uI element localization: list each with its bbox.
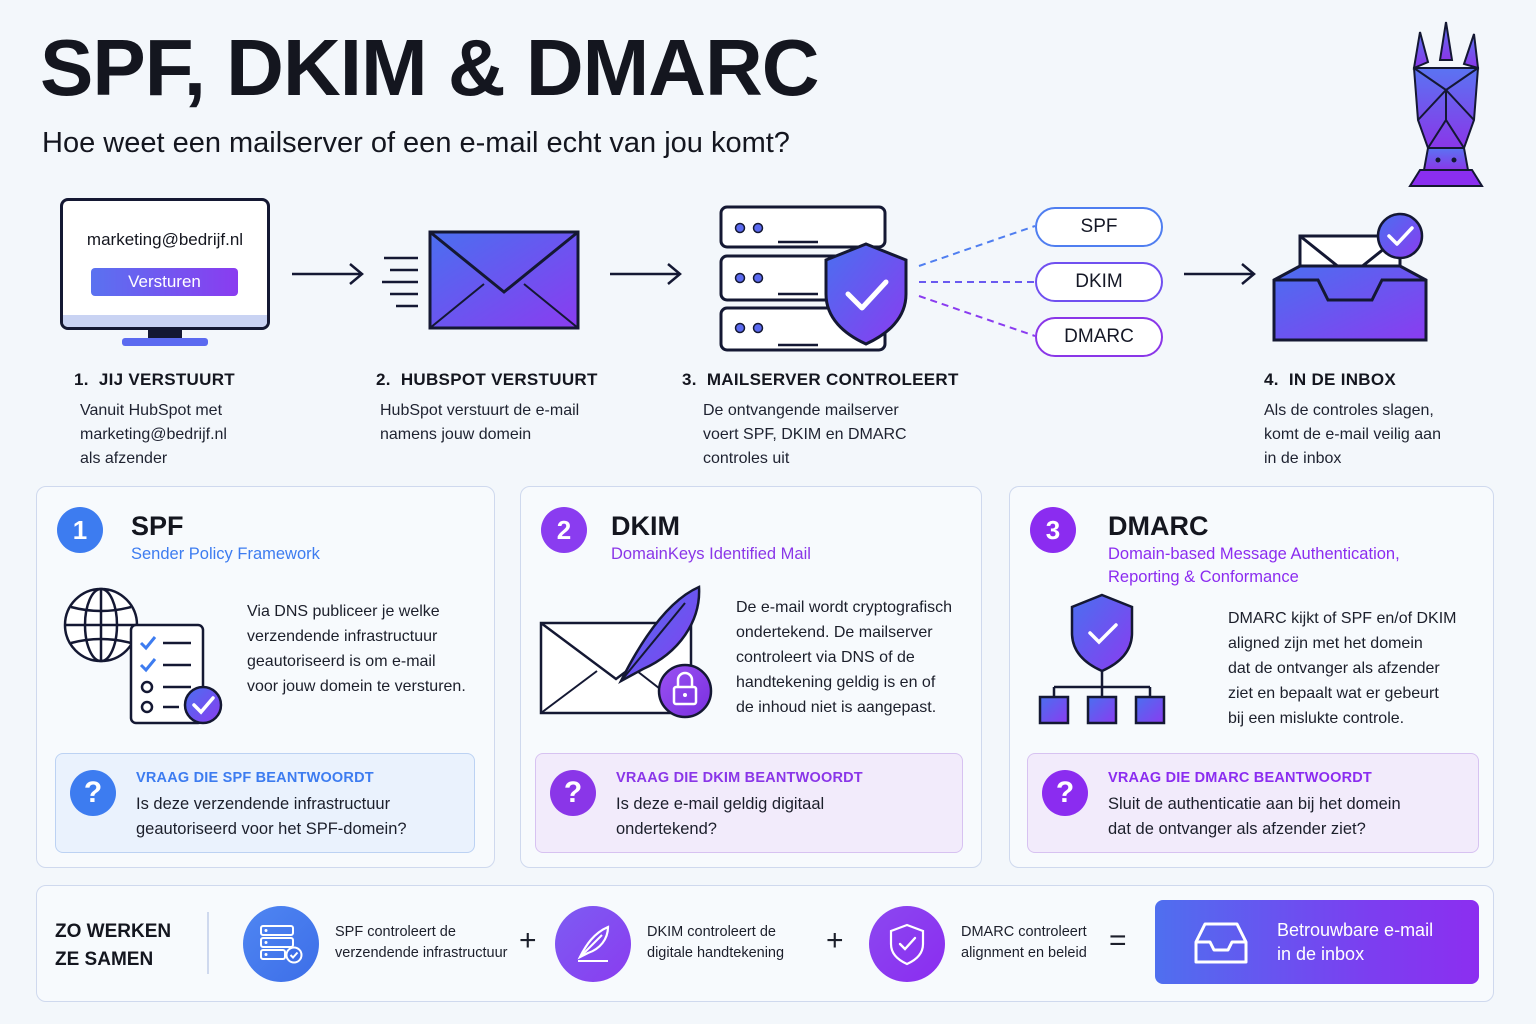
- feather-pen-icon: [555, 906, 631, 982]
- card-description: De e-mail wordt cryptografisch onderteke…: [736, 599, 953, 716]
- plus-sign: +: [519, 924, 537, 957]
- card-badge: 2: [541, 507, 587, 553]
- question-icon: ?: [70, 770, 116, 816]
- step-4: 4. IN DE INBOX Als de controles slagen, …: [1264, 370, 1504, 471]
- summary-item-spf: SPF controleert de verzendende infrastru…: [335, 924, 508, 961]
- card-description: DMARC kijkt of SPF en/of DKIM aligned zi…: [1228, 610, 1457, 727]
- summary-divider: [207, 912, 209, 974]
- result-text: Betrouwbare e-mail in de inbox: [1277, 920, 1434, 964]
- card-dmarc: 3 DMARC Domain-based Message Authenticat…: [1009, 486, 1494, 868]
- step-3: 3. MAILSERVER CONTROLEERT De ontvangende…: [682, 370, 959, 471]
- hierarchy-icon: [1038, 593, 1166, 725]
- check-connectors: [918, 225, 1036, 337]
- step-title: HUBSPOT VERSTUURT: [400, 370, 598, 389]
- shield-icon: [869, 906, 945, 982]
- step-2: 2. HUBSPOT VERSTUURT HubSpot verstuurt d…: [376, 370, 620, 447]
- card-subtitle: Domain-based Message Authentication, Rep…: [1108, 545, 1400, 586]
- flow-arrow: [1184, 263, 1256, 285]
- flow-arrow: [292, 263, 364, 285]
- step-desc-line: komt de e-mail veilig aan: [1264, 426, 1441, 443]
- step-desc-line: Vanuit HubSpot met: [80, 402, 223, 419]
- send-button[interactable]: Versturen: [91, 268, 238, 296]
- step-title: MAILSERVER CONTROLEERT: [706, 370, 959, 389]
- question-label: VRAAG DIE DMARC BEANTWOORDT: [1108, 770, 1372, 786]
- step-desc-line: De ontvangende mailserver: [703, 402, 899, 419]
- check-pill-spf: SPF: [1035, 207, 1163, 247]
- card-title: DMARC: [1108, 511, 1209, 541]
- server-icon: [719, 205, 908, 352]
- feather-icon: [539, 585, 713, 719]
- question-icon: ?: [1042, 770, 1088, 816]
- envelope-icon: [382, 230, 580, 330]
- shield-check-icon: [824, 242, 908, 346]
- card-title: SPF: [131, 511, 184, 541]
- globe-icon: [63, 587, 139, 663]
- step-desc-line: controles uit: [703, 450, 790, 467]
- equals-sign: =: [1109, 924, 1127, 957]
- inbox-tray-icon: [1194, 922, 1248, 964]
- card-title: DKIM: [611, 511, 680, 541]
- step-desc-line: als afzender: [80, 450, 168, 467]
- check-pill-dkim: DKIM: [1035, 262, 1163, 302]
- step-number: 2.: [376, 370, 391, 389]
- card-subtitle: Sender Policy Framework: [131, 545, 320, 563]
- step-desc-line: namens jouw domein: [380, 426, 532, 443]
- inbox-icon: [1272, 212, 1428, 342]
- step-1: 1. JIJ VERSTUURT Vanuit HubSpot met mark…: [74, 370, 320, 471]
- step-desc-line: voert SPF, DKIM en DMARC: [703, 426, 907, 443]
- result-badge: Betrouwbare e-mail in de inbox: [1155, 900, 1479, 984]
- card-badge: 1: [57, 507, 103, 553]
- page-subtitle: Hoe weet een mailserver of een e-mail ec…: [42, 127, 790, 159]
- summary-bar: ZO WERKEN ZE SAMEN SPF controleert de ve…: [36, 885, 1494, 1002]
- server-check-icon: [243, 906, 319, 982]
- step-number: 1.: [74, 370, 89, 389]
- card-spf: 1 SPF Sender Policy Framework Via DNS pu…: [36, 486, 495, 868]
- question-box: ? VRAAG DIE DMARC BEANTWOORDT Sluit de a…: [1027, 753, 1479, 853]
- question-label: VRAAG DIE DKIM BEANTWOORDT: [616, 770, 863, 786]
- summary-item-dmarc: DMARC controleert alignment en beleid: [961, 924, 1087, 961]
- step-number: 4.: [1264, 370, 1279, 389]
- card-description: Via DNS publiceer je welke verzendende i…: [247, 603, 466, 695]
- flow-arrow: [610, 263, 682, 285]
- summary-title: ZO WERKEN ZE SAMEN: [55, 921, 172, 970]
- step-desc-line: Als de controles slagen,: [1264, 402, 1434, 419]
- question-text: Is deze e-mail geldig digitaal onderteke…: [616, 795, 825, 838]
- card-dkim: 2 DKIM DomainKeys Identified Mail De e-m…: [520, 486, 982, 868]
- unicorn-logo: [1408, 21, 1484, 187]
- question-icon: ?: [550, 770, 596, 816]
- monitor-icon: marketing@bedrijf.nl Versturen: [60, 198, 270, 350]
- sender-email: marketing@bedrijf.nl: [86, 230, 244, 249]
- step-title: JIJ VERSTUURT: [98, 370, 235, 389]
- question-label: VRAAG DIE SPF BEANTWOORDT: [136, 770, 374, 786]
- checklist-icon: [129, 623, 223, 725]
- check-pill-dmarc: DMARC: [1035, 317, 1163, 357]
- step-desc-line: in de inbox: [1264, 450, 1342, 467]
- card-subtitle: DomainKeys Identified Mail: [611, 545, 811, 563]
- question-box: ? VRAAG DIE SPF BEANTWOORDT Is deze verz…: [55, 753, 475, 853]
- step-title: IN DE INBOX: [1288, 370, 1397, 389]
- question-text: Is deze verzendende infrastructuur geaut…: [136, 795, 407, 838]
- question-text: Sluit de authenticatie aan bij het domei…: [1108, 795, 1401, 838]
- plus-sign: +: [826, 924, 844, 957]
- question-box: ? VRAAG DIE DKIM BEANTWOORDT Is deze e-m…: [535, 753, 963, 853]
- step-number: 3.: [682, 370, 697, 389]
- card-badge: 3: [1030, 507, 1076, 553]
- summary-item-dkim: DKIM controleert de digitale handtekenin…: [647, 924, 785, 961]
- step-desc-line: HubSpot verstuurt de e-mail: [380, 402, 580, 419]
- page-title: SPF, DKIM & DMARC: [40, 23, 820, 112]
- step-desc-line: marketing@bedrijf.nl: [80, 426, 227, 443]
